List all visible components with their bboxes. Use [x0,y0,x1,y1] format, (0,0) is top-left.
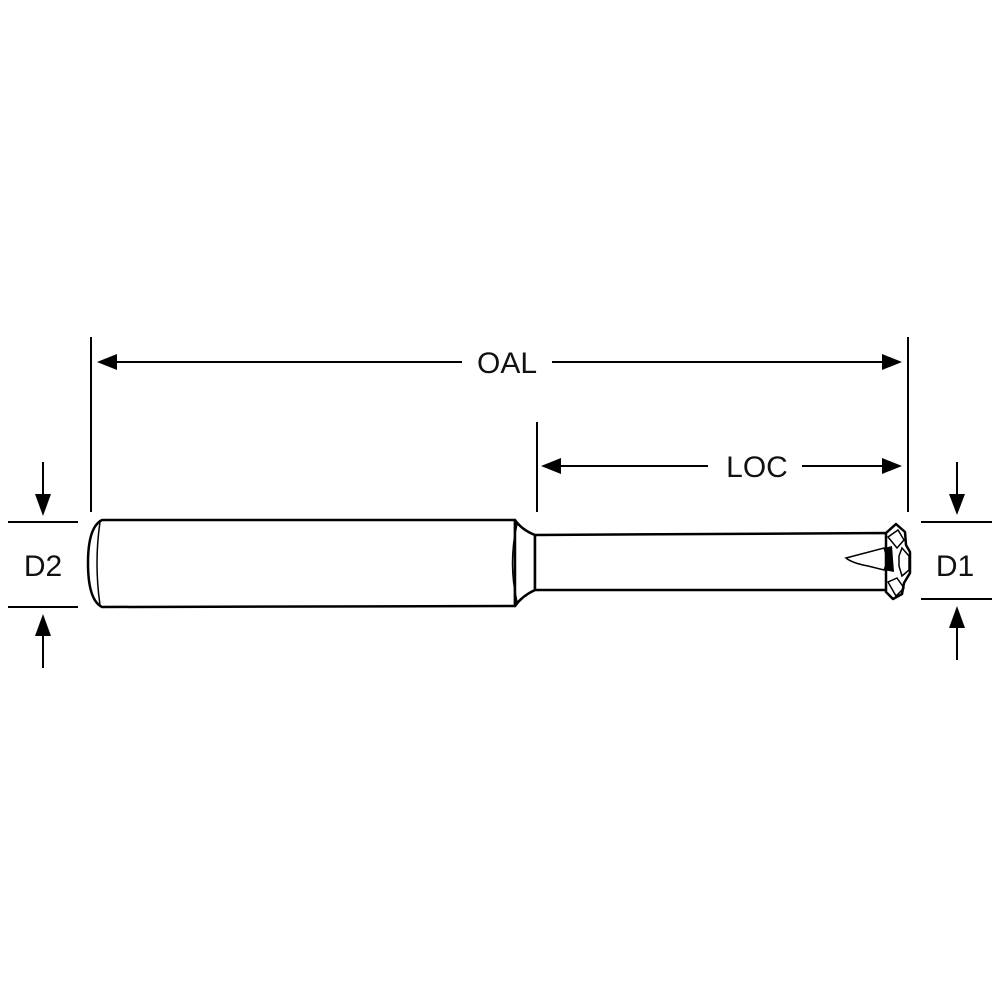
tool-neck [533,531,890,592]
oal-label: OAL [477,347,537,380]
d2-dimension: D2 [8,462,78,668]
d1-arrowhead-bottom [949,606,965,628]
d1-arrowhead-top [949,494,965,515]
oal-dimension: OAL [90,337,909,512]
loc-arrowhead-left [541,458,561,474]
cutting-head [844,522,912,601]
oal-arrowhead-left [97,354,117,370]
d2-arrowhead-top [35,494,51,516]
loc-label: LOC [726,451,788,484]
shank-chamfer-edge [96,521,101,606]
d2-label: D2 [24,550,62,583]
d1-dimension: D1 [921,462,992,660]
flute-blade-shadow [884,546,894,572]
end-mill-tool [86,518,912,609]
loc-arrowhead-right [882,458,902,474]
tool-shank [86,518,517,609]
oal-arrowhead-right [882,354,902,370]
d1-label: D1 [936,550,974,583]
neck-transition-edge [511,523,518,603]
cutting-tooth-front [898,546,910,578]
cutting-tooth-upper [886,528,905,550]
d2-arrowhead-bottom [35,614,51,636]
cutting-tooth-lower [886,577,905,598]
loc-dimension: LOC [536,422,902,512]
tool-neck-transition [513,518,537,608]
